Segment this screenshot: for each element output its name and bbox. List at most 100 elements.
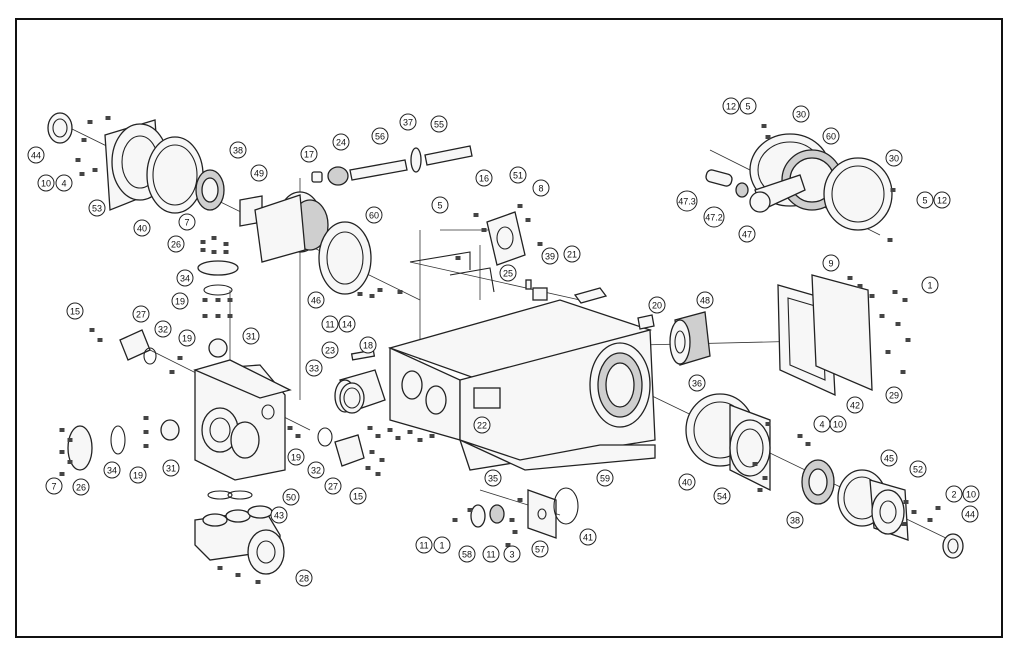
callout-label: 28 [299, 574, 309, 584]
callout-49: 49 [250, 164, 268, 182]
callout-19: 19 [287, 448, 305, 466]
bolt [367, 426, 373, 430]
bolt [59, 472, 65, 476]
callout-label: 19 [182, 334, 192, 344]
callout-32: 32 [154, 320, 172, 338]
callout-10: 10 [962, 485, 980, 503]
callout-58: 58 [458, 545, 476, 563]
bolt [887, 238, 893, 242]
callout-label: 32 [311, 466, 321, 476]
callout-label: 38 [233, 146, 243, 156]
callout-19: 19 [171, 292, 189, 310]
bolt [517, 204, 523, 208]
flange-27 [119, 329, 151, 361]
bushing-47-2 [735, 182, 749, 198]
callout-1: 1 [921, 276, 939, 294]
callout-label: 23 [325, 346, 335, 356]
callout-label: 42 [850, 401, 860, 411]
bolt [59, 428, 65, 432]
bolt [79, 172, 85, 176]
bolt [202, 298, 208, 302]
bolt [202, 314, 208, 318]
bolt [455, 256, 461, 260]
callout-10: 10 [37, 174, 55, 192]
callout-57: 57 [531, 540, 549, 558]
callout-label: 56 [375, 132, 385, 142]
callout-30: 30 [792, 105, 810, 123]
bolt [900, 370, 906, 374]
bolt [379, 458, 385, 462]
callout-5: 5 [739, 97, 757, 115]
callout-label: 1 [927, 281, 932, 291]
block-21 [532, 287, 548, 301]
callout-label: 54 [717, 492, 727, 502]
bolt [369, 294, 375, 298]
callout-7: 7 [178, 213, 196, 231]
callout-34: 34 [103, 461, 121, 479]
bolt [473, 213, 479, 217]
bolt [847, 276, 853, 280]
bolt [59, 450, 65, 454]
callout-label: 10 [41, 179, 51, 189]
bolt [377, 288, 383, 292]
callout-label: 50 [286, 493, 296, 503]
bolt [857, 284, 863, 288]
callout-label: 16 [479, 174, 489, 184]
callout-26: 26 [72, 478, 90, 496]
bolt [429, 434, 435, 438]
bottom-cover-group [470, 487, 579, 539]
callout-8: 8 [532, 179, 550, 197]
callout-label: 53 [92, 204, 102, 214]
rear-cover-group [669, 274, 873, 397]
callout-59: 59 [596, 469, 614, 487]
callout-label: 11 [486, 550, 495, 560]
callout-label: 12 [937, 196, 947, 206]
callout-47: 47 [738, 225, 756, 243]
callout-label: 2 [951, 490, 956, 500]
bolt [169, 370, 175, 374]
callout-12: 12 [933, 191, 951, 209]
callout-label: 25 [503, 269, 513, 279]
callout-44: 44 [961, 505, 979, 523]
bolt [805, 442, 811, 446]
callout-label: 8 [538, 184, 543, 194]
bolt [177, 356, 183, 360]
bolt [92, 168, 98, 172]
callout-label: 43 [274, 511, 284, 521]
callout-42: 42 [846, 396, 864, 414]
callout-60: 60 [365, 206, 383, 224]
callout-24: 24 [332, 133, 350, 151]
callout-label: 17 [304, 150, 314, 160]
callout-34: 34 [176, 269, 194, 287]
bolt [143, 444, 149, 448]
drawing-frame [15, 18, 1003, 638]
callout-19: 19 [178, 329, 196, 347]
washer-58 [470, 504, 486, 528]
bolt [890, 188, 896, 192]
callout-label: 7 [184, 218, 189, 228]
bolt [97, 338, 103, 342]
bolt [200, 248, 206, 252]
callout-11: 11 [415, 536, 433, 554]
callout-29: 29 [885, 386, 903, 404]
bolt [512, 530, 518, 534]
callout-label: 52 [913, 465, 923, 475]
callout-60: 60 [822, 127, 840, 145]
bolt [797, 434, 803, 438]
bolt [895, 322, 901, 326]
callout-48: 48 [696, 291, 714, 309]
callout-label: 45 [884, 454, 894, 464]
ring-30-b [823, 157, 893, 231]
bolt [369, 450, 375, 454]
bolt [905, 338, 911, 342]
callout-label: 12 [726, 102, 736, 112]
callout-31: 31 [162, 459, 180, 477]
bolt [757, 488, 763, 492]
callout-label: 48 [700, 296, 710, 306]
callout-label: 24 [336, 138, 346, 148]
callout-label: 49 [254, 169, 264, 179]
fasteners [59, 116, 941, 584]
seal-ring-44 [47, 112, 73, 144]
bolt [235, 573, 241, 577]
bolt [761, 124, 767, 128]
